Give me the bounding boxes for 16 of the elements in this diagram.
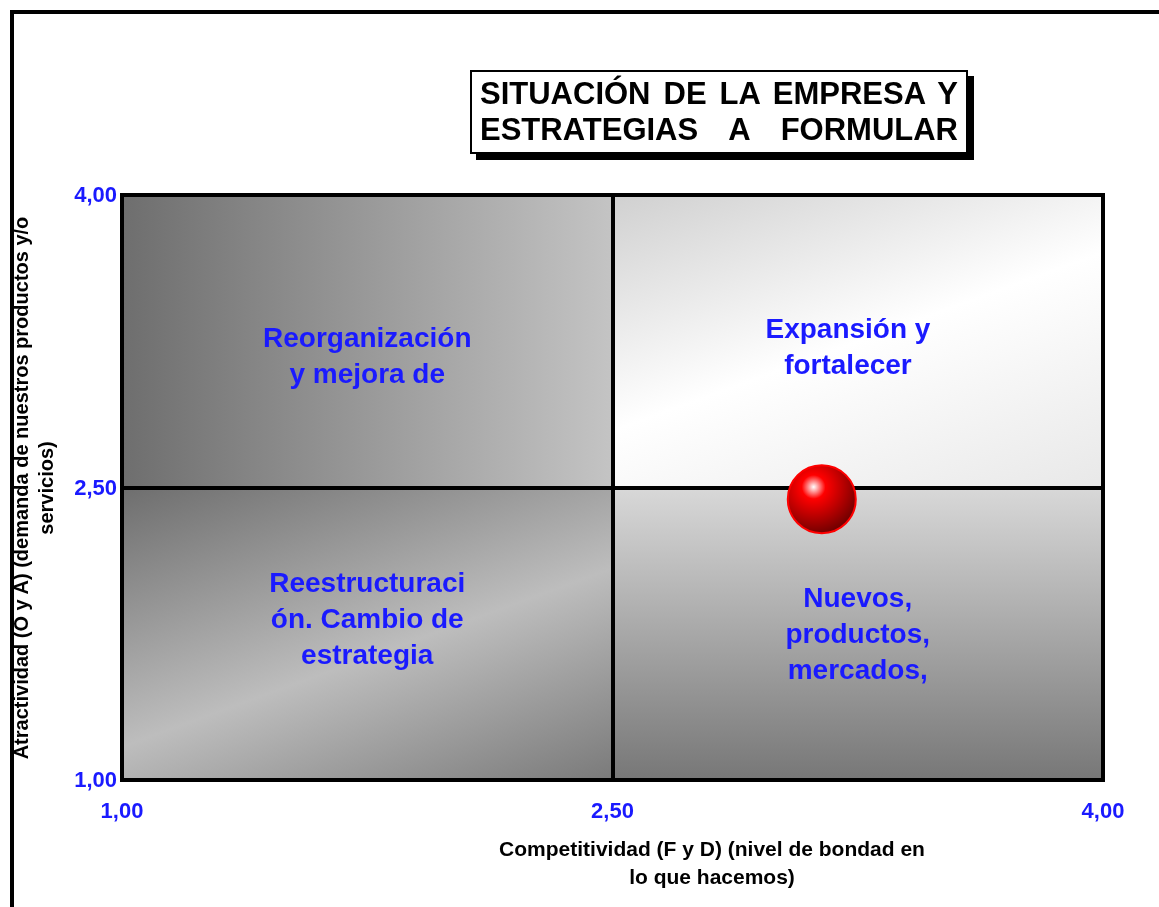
quadrant bbox=[612, 195, 1103, 488]
x-axis-title: Competitividad (F y D) (nivel de bondad en lo que hacemos) bbox=[498, 836, 926, 890]
x-tick-label: 2,50 bbox=[591, 798, 634, 824]
quadrant-label: Reestructuración. Cambio de estrategia bbox=[268, 566, 467, 673]
quadrant-label: Reorganización y mejora de bbox=[262, 320, 473, 391]
y-tick-label: 2,50 bbox=[74, 474, 117, 501]
quadrant-label: Nuevos, productos, mercados, bbox=[784, 580, 932, 687]
x-tick-label: 4,00 bbox=[1081, 798, 1125, 824]
y-axis-title: Atractividad (O y A) (demanda de nuestros productos y/o servicios) bbox=[9, 215, 58, 762]
quadrant bbox=[122, 487, 613, 780]
quadrant bbox=[122, 195, 613, 488]
quadrant-label: Expansión y fortalecer bbox=[764, 312, 932, 383]
y-tick-label: 4,00 bbox=[74, 182, 117, 208]
quadrant bbox=[612, 487, 1103, 780]
x-tick-label: 1,00 bbox=[100, 798, 144, 824]
y-tick-label: 1,00 bbox=[74, 767, 117, 793]
